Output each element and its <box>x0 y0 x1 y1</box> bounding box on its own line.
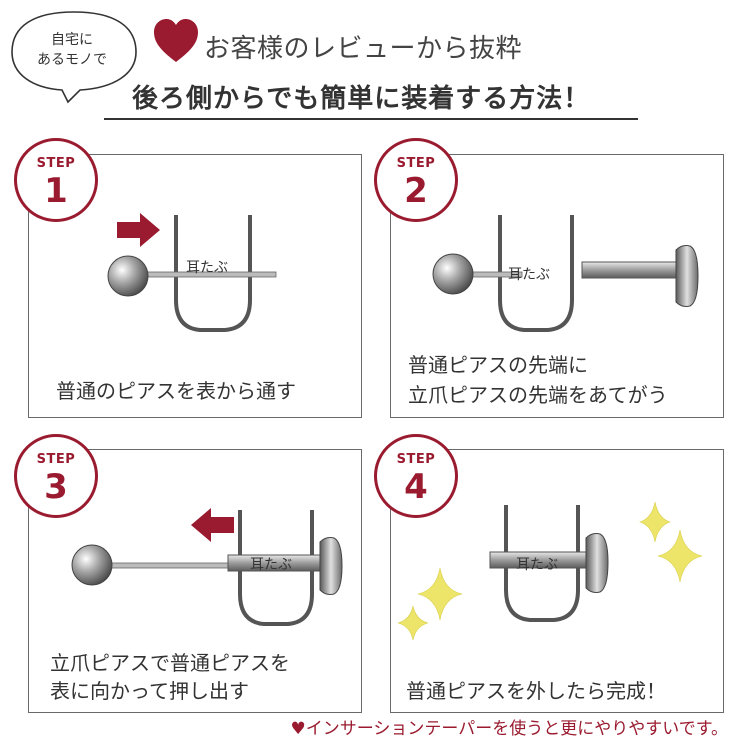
earring-ball <box>71 544 113 586</box>
speech-bubble <box>11 11 137 104</box>
arrow-right-icon <box>117 213 160 247</box>
arrow-left-icon <box>191 508 234 542</box>
step-3-caption-line-1: 立爪ピアスで普通ピアスを <box>50 651 290 675</box>
step-2-illustration <box>432 215 699 332</box>
step-1-badge-number: 1 <box>44 171 68 211</box>
step-3-caption-line-2: 表に向かって押し出す <box>50 679 249 703</box>
tsume-cap <box>585 533 609 593</box>
step-4-illustration <box>397 501 703 641</box>
step-1-badge <box>14 138 98 222</box>
earring-ball <box>432 253 474 295</box>
earlobe-label: 耳たぶ <box>250 557 292 573</box>
earlobe-label: 耳たぶ <box>516 557 558 573</box>
step-2-badge-label: STEP <box>396 156 436 171</box>
step-2-badge-number: 2 <box>404 171 428 211</box>
review-title: お客様のレビューから抜粋 <box>204 34 523 64</box>
step-2-caption-line-2: 立爪ピアスの先端をあてがう <box>408 383 668 407</box>
step-1-illustration <box>107 213 277 332</box>
step-3-badge-number: 3 <box>44 467 68 507</box>
bubble-line-2: あるモノで <box>37 52 107 68</box>
title-divider <box>104 118 638 120</box>
earlobe-shape <box>174 215 252 332</box>
bubble-line-1: 自宅に <box>51 32 93 48</box>
page-title: 後ろ側からでも簡単に装着する方法！ <box>132 84 591 114</box>
tsume-cap <box>319 537 343 595</box>
step-1-caption: 普通のピアスを表から通す <box>56 379 296 403</box>
tsume-post <box>581 261 683 279</box>
speech-bubble-text: 自宅に あるモノで <box>22 30 122 70</box>
earring-ball <box>107 255 149 297</box>
earlobe-label: 耳たぶ <box>508 267 550 283</box>
earring-post <box>104 562 241 569</box>
step-4-badge-number: 4 <box>404 467 428 507</box>
sparkle-icon <box>397 501 703 641</box>
step-2-caption-line-1: 普通ピアスの先端に <box>408 353 588 377</box>
step-1-panel <box>28 154 362 418</box>
earlobe-shape <box>238 510 314 626</box>
earlobe-shape <box>504 505 580 622</box>
step-4-caption: 普通ピアスを外したら完成！ <box>406 679 666 703</box>
step-4-badge-label: STEP <box>396 452 436 467</box>
step-3-illustration <box>71 508 343 626</box>
step-4-badge <box>374 434 458 518</box>
tsume-cap <box>675 245 699 307</box>
earlobe-shape <box>498 215 574 332</box>
step-3-badge-label: STEP <box>36 452 76 467</box>
step-2-badge <box>374 138 458 222</box>
step-1-badge-label: STEP <box>36 156 76 171</box>
step-3-badge <box>14 434 98 518</box>
earlobe-label: 耳たぶ <box>186 260 228 276</box>
heart-icon <box>154 19 198 62</box>
footer-tip: ♥インサーションテーパーを使うと更にやりやすいです。 <box>290 719 728 739</box>
